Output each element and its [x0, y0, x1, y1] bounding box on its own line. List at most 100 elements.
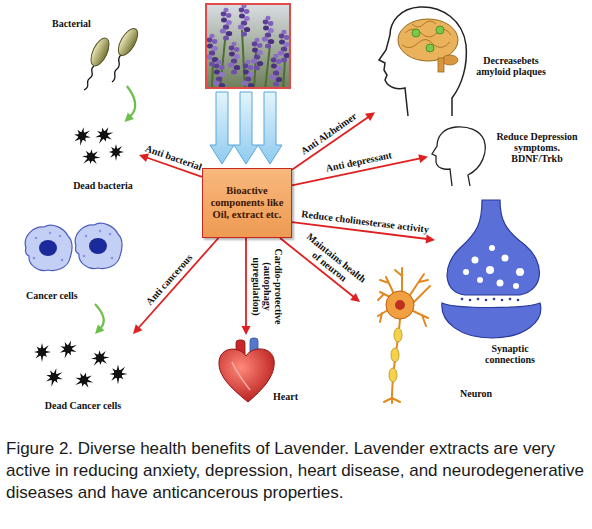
brain-head-picture [402, 21, 451, 48]
connector-line [138, 238, 218, 328]
synapse-picture [489, 245, 495, 251]
head-outline-picture [432, 127, 485, 186]
arrow-head [350, 293, 360, 302]
synapse-picture [442, 200, 541, 338]
synapse-picture [469, 299, 472, 302]
dead-cancer-cells-node: Dead Cancer cells [28, 334, 138, 414]
dead-cancer-cells-picture [87, 346, 112, 371]
arrow-head [125, 113, 135, 123]
heart-picture [219, 349, 274, 402]
cancer-cells-picture [25, 223, 122, 270]
neuron-picture [395, 300, 405, 310]
synapse-picture [461, 298, 520, 302]
arrow-label: Anti Alzheimer [298, 110, 358, 156]
lavender-photo [228, 42, 240, 75]
neuron-picture [394, 328, 402, 342]
heart-picture [219, 338, 274, 402]
cancer-cells-picture [75, 223, 122, 268]
neuron-picture [414, 286, 430, 302]
lavender-photo [262, 16, 274, 49]
lavender-photo [206, 4, 290, 88]
synapse-picture [516, 268, 524, 276]
cancer-cells-node: Cancer cells [22, 220, 135, 304]
cancer-cells-picture [109, 233, 112, 236]
dead-cancer-cells-picture [34, 338, 127, 393]
synapse-picture [501, 299, 504, 302]
cancer-cells-picture [33, 257, 36, 260]
node-label: Dead bacteria [69, 180, 137, 191]
node-label: Neuron [460, 388, 496, 399]
dead-cancer-cells-picture [71, 369, 96, 393]
brain-head-picture [412, 26, 444, 52]
heart-picture [232, 362, 250, 390]
node-label: Reduce Depression symptoms. BDNF/Trkb [494, 131, 580, 164]
synapse-picture [463, 245, 524, 289]
neuron-picture [389, 368, 397, 382]
synapse-picture [502, 255, 509, 262]
neuron-picture [413, 311, 428, 326]
cancer-cells-picture [49, 232, 51, 234]
dead-cancer-cells-picture [110, 365, 128, 385]
cancer-cells-picture [89, 238, 107, 254]
lavender-photo [220, 8, 232, 41]
cancer-cells-picture [111, 257, 114, 260]
synapse-picture [461, 298, 464, 301]
lavender-photo [278, 30, 290, 63]
cancer-cells-picture [25, 225, 72, 270]
dead-bacteria-picture [72, 123, 124, 170]
neuron-picture [384, 398, 400, 403]
effect-arrow [242, 238, 251, 335]
lavender-photo [242, 60, 254, 88]
dead-bacteria-node: Dead bacteria [68, 122, 139, 194]
brain-head-picture [438, 58, 444, 72]
neuron-picture [380, 277, 394, 294]
extraction-arrows [234, 92, 258, 164]
dead-bacteria-picture [109, 144, 124, 161]
neuron-picture [395, 268, 402, 291]
bacteria-node: Bacterial [48, 16, 143, 86]
arrow-head [242, 326, 251, 335]
cancer-cells-picture [35, 237, 38, 240]
arrow-label: Anti cancerous [143, 252, 194, 307]
cancer-cells-picture [83, 255, 86, 258]
connector-line [245, 238, 247, 327]
bacteria-picture [87, 35, 112, 68]
synapse-picture [472, 257, 479, 264]
transition-arrow [125, 86, 136, 122]
synapse-picture [477, 277, 483, 283]
extraction-arrows [258, 92, 282, 164]
brain-head-picture [379, 7, 466, 116]
arrow-head [95, 324, 104, 334]
head-node: Reduce Depression symptoms. BDNF/Trkb [428, 125, 582, 187]
arrow-head [139, 154, 149, 163]
synapse-picture [513, 283, 519, 289]
brain-head-picture [426, 44, 434, 52]
arrow-head [418, 154, 428, 163]
head-outline-picture [432, 127, 485, 186]
cancer-cells-picture [85, 235, 88, 238]
synapse-picture [485, 299, 488, 302]
dead-cancer-cells-picture [44, 366, 65, 389]
lavender-photo [206, 4, 290, 88]
arrow-label: Cardio-protective (autophagy upregulatio… [250, 246, 283, 328]
neuron-node: Neuron [360, 262, 498, 404]
neuron-picture [391, 348, 399, 362]
connector-line [127, 86, 135, 116]
node-label: Bacterial [52, 18, 112, 29]
brain-head-picture [412, 29, 420, 37]
extraction-arrows [210, 92, 282, 164]
bacteria-picture [84, 26, 142, 90]
heart-node: Heart [205, 335, 305, 407]
synapse-picture [447, 200, 539, 295]
synapse-picture [486, 266, 494, 274]
lavender-photo [251, 38, 263, 71]
bacteria-picture [112, 55, 121, 82]
connector-line [95, 304, 104, 328]
extraction-arrows [210, 92, 234, 164]
synapse-picture [477, 298, 480, 301]
cancer-cells-picture [33, 230, 114, 262]
dead-bacteria-picture [92, 123, 116, 148]
effect-arrow [133, 238, 218, 334]
dead-bacteria-picture [72, 126, 92, 148]
brain-head-picture [436, 26, 444, 34]
